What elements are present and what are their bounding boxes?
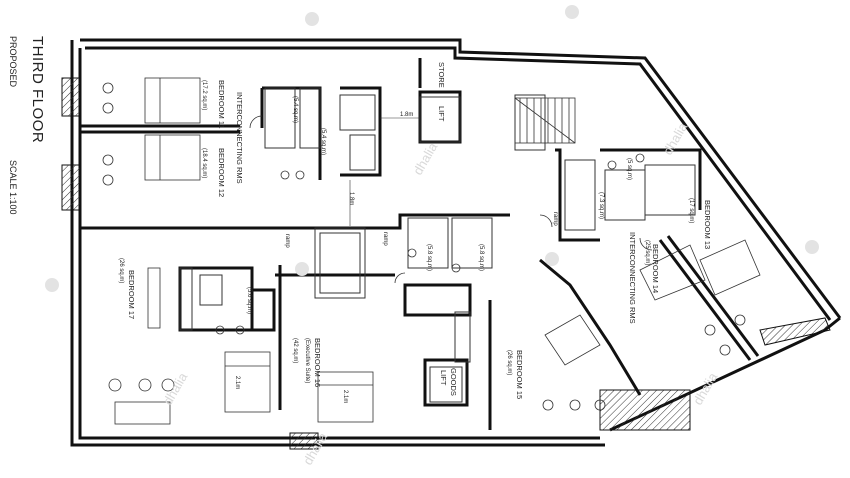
bed-dimension-2: 2.1m [342,390,348,404]
drawing-title: THIRD FLOOR [29,36,46,144]
room-area-bath-d: (5 sq.m) [626,158,632,181]
room-label-interconnecting-1: INTERCONNECTING RMS [235,92,244,184]
room-area-bath-b: (5.4 sq.m) [320,128,326,156]
ramp-label-1: ramp [284,234,290,248]
stair [514,97,576,144]
room-area-bath-c: (7.3 sq.m) [598,192,604,220]
bed-dimension-1: 2.1m [234,376,240,390]
watermark-icon [565,5,579,19]
room-subtitle-bedroom-16: (Executive Suite) [304,338,310,384]
furniture [102,82,746,425]
room-label-lift: LIFT [437,106,446,122]
room-label-bedroom-17: BEDROOM 17 [127,270,136,320]
room-label-bedroom-14: BEDROOM 14 [651,244,660,294]
room-area-bedroom-11: (17.2 sq.m) [201,80,207,111]
ramp-label-2: ramp [382,232,388,246]
room-label-bedroom-13: BEDROOM 13 [703,200,712,250]
room-area-bedroom-16: (42 sq.m) [292,338,298,364]
ramp-label-3: ramp [552,212,558,226]
beds [144,77,761,423]
room-area-bath-f: (5.8 sq.m) [426,244,432,272]
partitions [179,87,696,403]
room-area-bath-a: (5.4 sq.m) [292,96,298,124]
room-label-store: STORE [437,62,446,88]
room-area-bedroom-17: (26 sq.m) [118,258,124,284]
room-label-bedroom-11: BEDROOM 11 [217,80,226,129]
room-label-interconnecting-2: INTERCONNECTING RMS [628,232,637,324]
dimension-label-2: 1.8m [348,192,354,206]
room-label-goods-lift-2: LIFT [439,370,448,386]
room-area-bath-e: (5.6 sq.m) [246,287,252,315]
room-label-bedroom-15: BEDROOM 15 [515,350,524,400]
watermark-icon [295,262,309,276]
room-area-bedroom-15: (26 sq.m) [506,350,512,376]
room-label-bedroom-12: BEDROOM 12 [217,148,226,198]
room-area-bedroom-14: (25 sq.m) [644,240,650,266]
room-area-bedroom-13: (17 sq.m) [688,198,694,224]
dimension-lines [349,117,420,226]
room-label-goods-lift: GOODS [449,368,458,396]
watermark-icon [805,240,819,254]
drawing-status: PROPOSED [8,36,18,88]
watermark-icon [305,12,319,26]
doors [249,115,653,284]
room-area-bath-g: (5.8 sq.m) [478,244,484,272]
drawing-scale: SCALE 1:100 [8,160,18,215]
room-label-bedroom-16: BEDROOM 16 [313,338,322,388]
dimension-label-1: 1.8m [400,112,414,118]
watermark-icon [45,278,59,292]
watermark-icon [545,252,559,266]
room-area-bedroom-12: (18.4 sq.m) [201,148,207,179]
balcony-hatch [61,77,831,450]
